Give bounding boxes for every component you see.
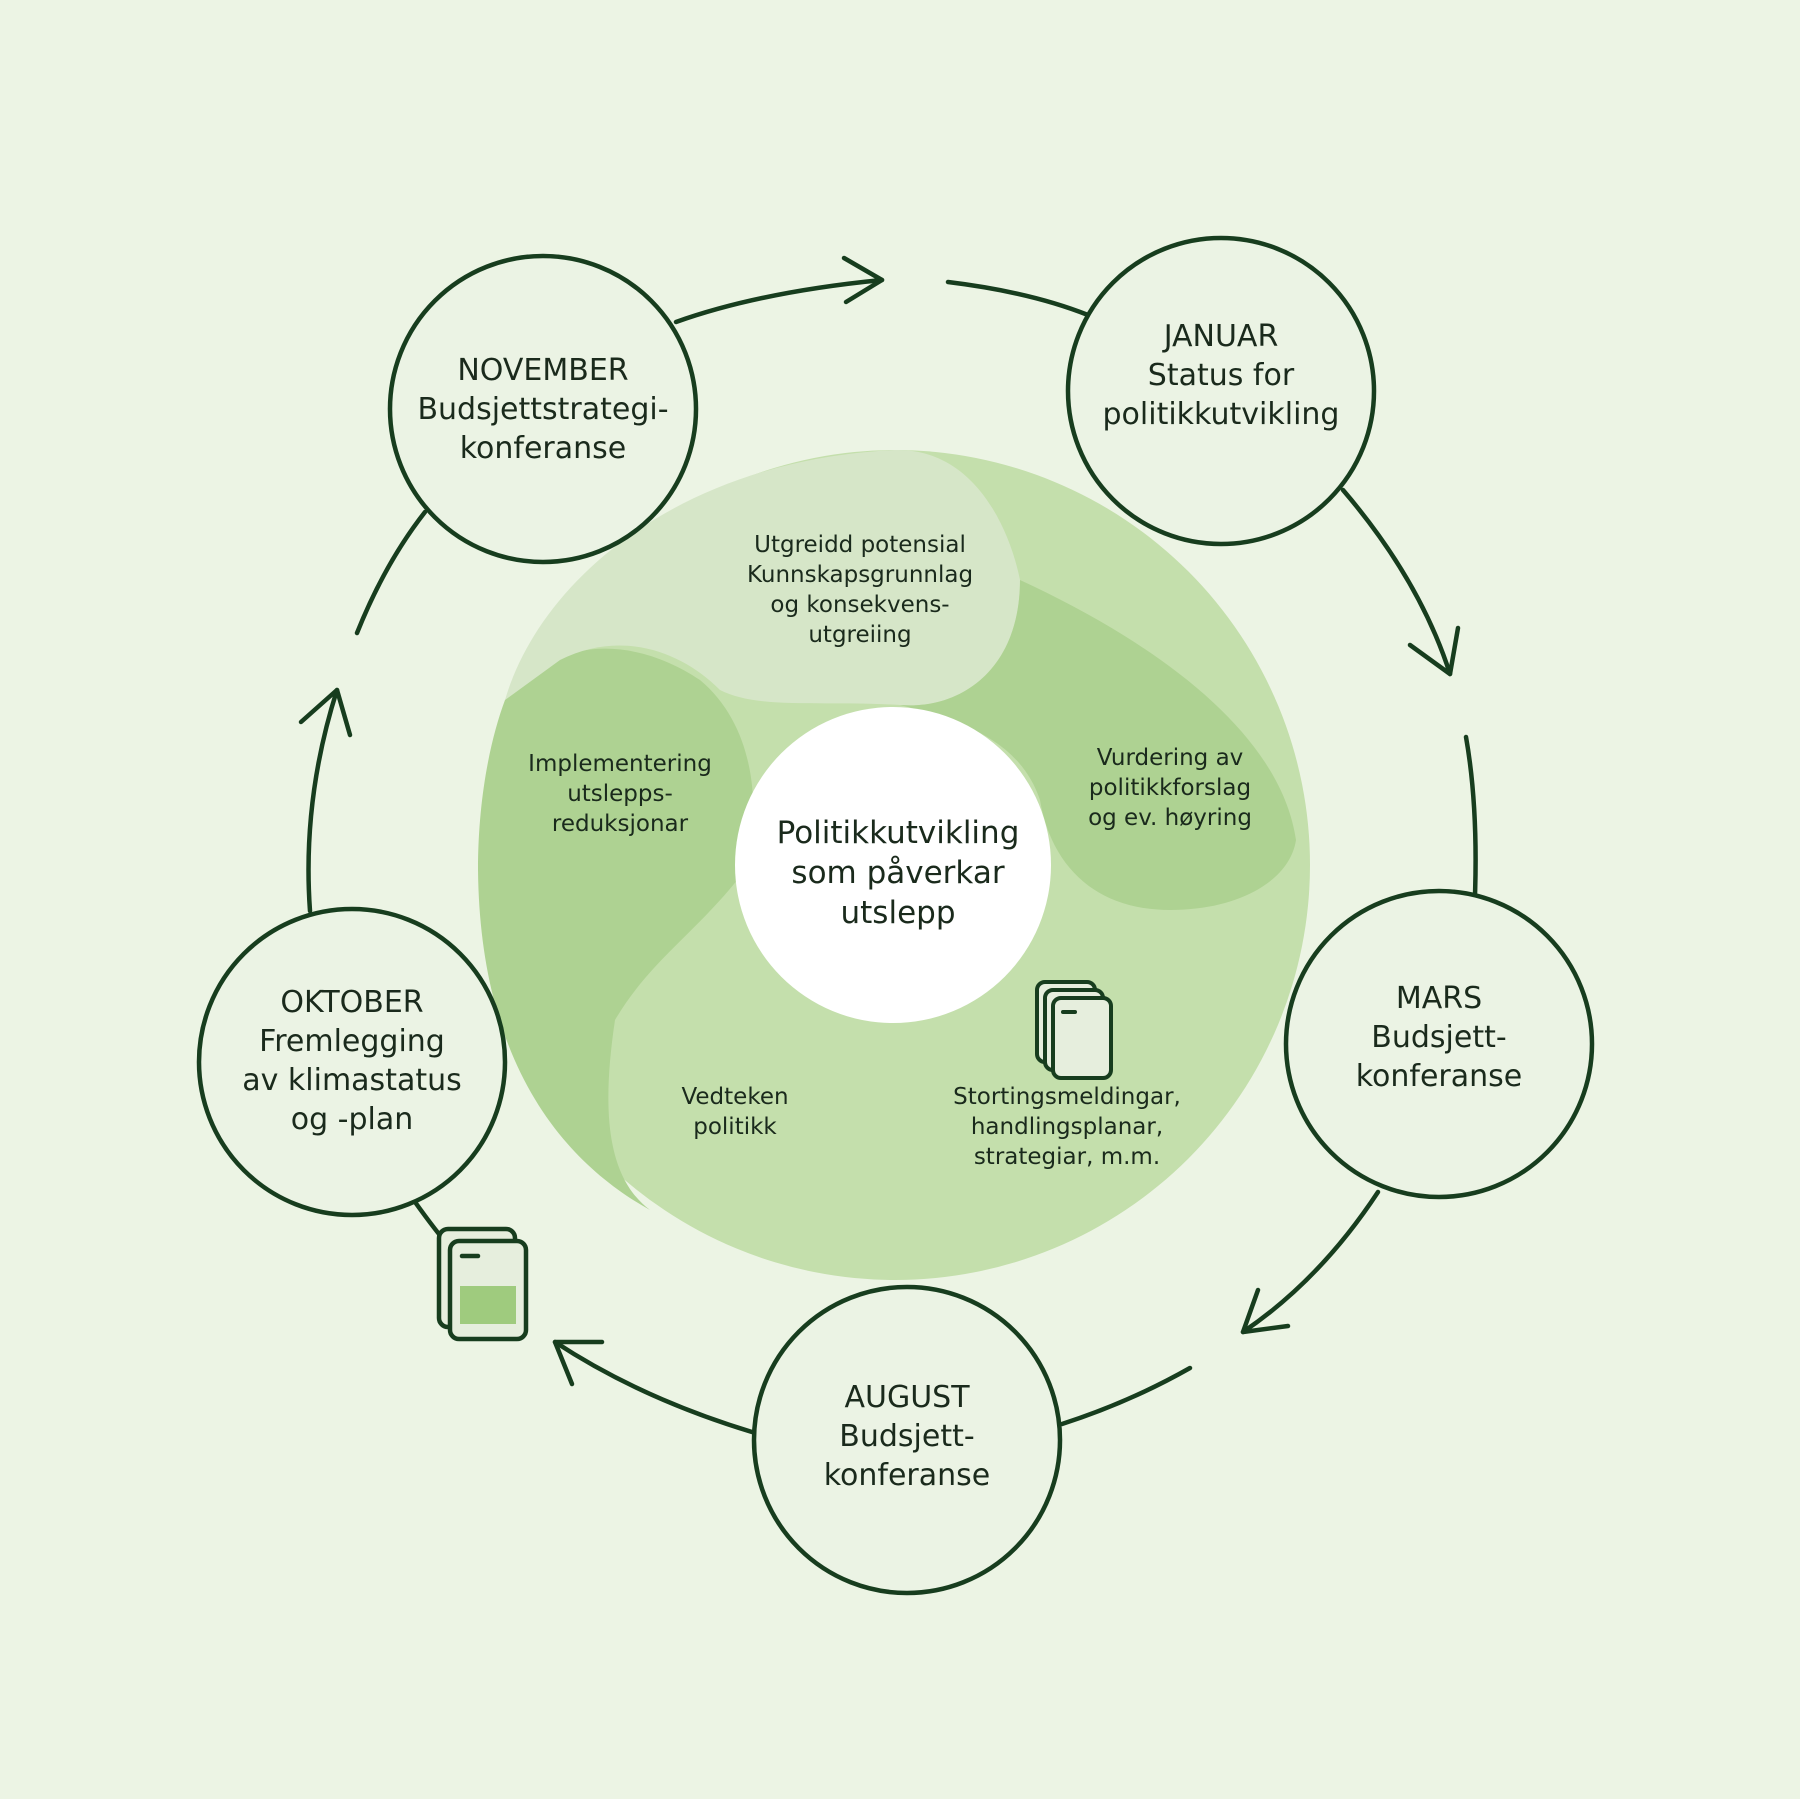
segment-vurdering-shape <box>900 580 1296 910</box>
arrowhead <box>552 1339 605 1387</box>
arrow-oktober-to-november <box>306 687 340 914</box>
segment-line: Stortingsmeldingar, <box>953 1084 1181 1110</box>
month-circle <box>1283 888 1595 1200</box>
segment-line: Utgreidd potensial <box>754 532 966 558</box>
arrowhead <box>1240 1287 1291 1335</box>
month-line: konferanse <box>824 1458 991 1493</box>
month-circle <box>387 253 699 565</box>
month-line: Status for <box>1148 358 1295 393</box>
arrowhead <box>841 255 885 305</box>
segment-line: strategiar, m.m. <box>974 1144 1160 1170</box>
month-line: Fremlegging <box>259 1024 445 1059</box>
month-line: politikkutvikling <box>1103 397 1340 432</box>
month-line: konferanse <box>460 431 627 466</box>
month-line: konferanse <box>1356 1059 1523 1094</box>
month-line: Budsjettstrategi- <box>417 392 668 427</box>
arrowhead <box>1407 625 1461 677</box>
month-november: NOVEMBER Budsjettstrategi- konferanse <box>387 253 699 565</box>
arrow-januar-to-mars <box>1340 487 1453 677</box>
arrow-connector-november <box>354 509 428 636</box>
segment-stortingsmeldingar-label: Stortingsmeldingar, handlingsplanar, str… <box>953 1084 1181 1170</box>
center-disk <box>735 707 1051 1023</box>
center-line-1: Politikkutvikling <box>777 815 1020 851</box>
center-line-3: utslepp <box>841 895 956 931</box>
arrow-august-to-oktober <box>552 1339 755 1435</box>
segment-line: handlingsplanar, <box>971 1114 1163 1140</box>
arrow-mars-to-august <box>1240 1189 1381 1335</box>
segment-line: Vedteken <box>681 1084 788 1110</box>
month-circle <box>1065 235 1377 547</box>
arrow-connector-mars <box>1463 734 1478 898</box>
segment-implementering-shape <box>478 648 754 1210</box>
arrow-connector-januar <box>945 279 1091 318</box>
month-line: og -plan <box>291 1102 414 1137</box>
month-title: OKTOBER <box>280 985 423 1020</box>
segment-utgreidd-shape <box>505 449 1020 706</box>
month-title: MARS <box>1396 981 1482 1016</box>
month-line: Budsjett- <box>1371 1020 1506 1055</box>
segment-line: reduksjonar <box>552 811 689 837</box>
arrow-connector-august <box>1059 1365 1193 1427</box>
month-line: Budsjett- <box>839 1419 974 1454</box>
segment-line: utgreiing <box>808 622 911 648</box>
center-line-2: som påverkar <box>791 855 1004 891</box>
month-januar: JANUAR Status for politikkutvikling <box>1065 235 1377 547</box>
month-august: AUGUST Budsjett- konferanse <box>751 1284 1063 1596</box>
month-circle <box>751 1284 1063 1596</box>
segment-vedteken-label: Vedteken politikk <box>681 1084 788 1140</box>
segment-line: politikkforslag <box>1089 775 1251 801</box>
segment-line: og konsekvens- <box>770 592 949 618</box>
month-oktober: OKTOBER Fremlegging av klimastatus og -p… <box>196 906 508 1218</box>
month-title: AUGUST <box>844 1380 970 1415</box>
segment-utgreidd-label: Utgreidd potensial Kunnskapsgrunnlag og … <box>747 532 973 648</box>
month-title: JANUAR <box>1162 319 1279 354</box>
month-line: av klimastatus <box>242 1063 462 1098</box>
segment-line: Kunnskapsgrunnlag <box>747 562 973 588</box>
segment-implementering-label: Implementering utslepps- reduksjonar <box>528 751 712 837</box>
month-circle <box>196 906 508 1218</box>
arrow-november-to-januar <box>673 277 885 325</box>
arrowhead <box>298 687 353 738</box>
segment-line: Vurdering av <box>1097 745 1244 771</box>
segment-line: og ev. høyring <box>1088 805 1252 831</box>
segment-vurdering-label: Vurdering av politikkforslag og ev. høyr… <box>1088 745 1252 831</box>
segment-line: politikk <box>693 1114 777 1140</box>
document-stack-icon <box>436 1226 529 1342</box>
month-mars: MARS Budsjett- konferanse <box>1283 888 1595 1200</box>
month-title: NOVEMBER <box>457 353 628 388</box>
segment-line: utslepps- <box>567 781 673 807</box>
segment-line: Implementering <box>528 751 712 777</box>
cycle-arrows <box>298 255 1478 1435</box>
document-stack-icon <box>1035 980 1113 1080</box>
